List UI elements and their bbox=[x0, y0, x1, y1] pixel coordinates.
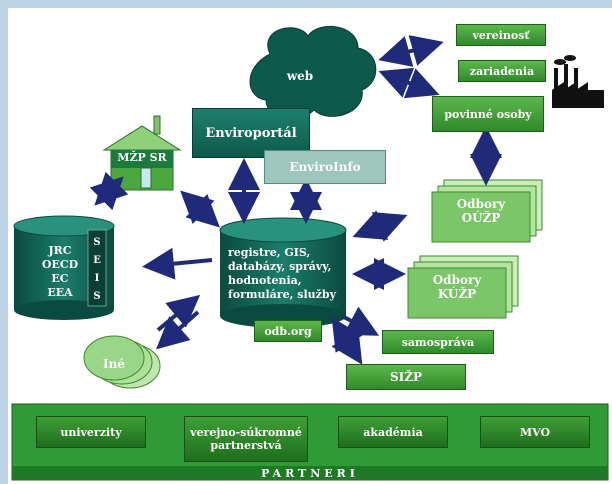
ine-stacked-ellipses bbox=[83, 335, 161, 389]
registre-line-3: hodnotenia, bbox=[228, 274, 302, 287]
ine-label: Iné bbox=[103, 357, 125, 371]
odb-org-box: odb.org bbox=[254, 320, 322, 342]
mzp-label: MŽP SR bbox=[117, 151, 167, 164]
registre-line-2: databázy, správy, bbox=[228, 260, 332, 273]
registre-line-4: formuláre, služby bbox=[228, 288, 336, 301]
samosprava-box: samospráva bbox=[382, 330, 494, 354]
registre-line-1: registre, GIS, bbox=[228, 246, 311, 259]
verejnost-box: vereinosť bbox=[456, 24, 546, 46]
diagram-canvas: web Enviroportál EnviroInfo MŽP SR verei… bbox=[8, 8, 612, 484]
partneri-footer: PARTNERI bbox=[261, 467, 359, 480]
partner-univerzity: univerzity bbox=[36, 416, 146, 448]
odbory-kuzp-label-line1: Odbory bbox=[432, 273, 482, 287]
house-mzp bbox=[102, 115, 182, 191]
web-label: web bbox=[286, 69, 314, 83]
seis-letter-2: E bbox=[93, 255, 101, 266]
enviroinfo-box: EnviroInfo bbox=[264, 150, 386, 184]
odbory-ouzp-label-line1: Odbory bbox=[456, 197, 506, 211]
connector-arrows bbox=[89, 35, 502, 365]
odbory-ouzp-label-line2: OÚŽP bbox=[461, 211, 501, 225]
odbory-ouzp-stack bbox=[431, 179, 543, 243]
odbory-kuzp-stack bbox=[407, 255, 519, 319]
seis-letter-4: S bbox=[93, 291, 101, 302]
jrc-line-1: JRC bbox=[48, 244, 72, 257]
partner-akademia: akadémia bbox=[338, 416, 448, 448]
factory-icon bbox=[552, 55, 604, 108]
jrc-line-2: OECD bbox=[41, 258, 79, 271]
web-cloud bbox=[249, 25, 377, 119]
partner-verejno-sukromne: verejno-súkromné partnerstvá bbox=[184, 416, 308, 462]
jrc-line-3: EC bbox=[51, 272, 69, 285]
enviroportal-box: Enviroportál bbox=[192, 108, 310, 158]
central-database-cylinder bbox=[219, 217, 347, 328]
seis-letter-1: S bbox=[93, 237, 101, 248]
odbory-kuzp-label-line2: KÚŽP bbox=[437, 287, 477, 301]
sizp-box: SIŽP bbox=[346, 364, 466, 390]
partner-mvo: MVO bbox=[480, 416, 590, 448]
jrc-cylinder bbox=[13, 215, 115, 320]
seis-letter-3: I bbox=[94, 273, 100, 284]
povinne-osoby-box: povinné osoby bbox=[432, 96, 544, 132]
jrc-line-4: EEA bbox=[47, 286, 73, 299]
zariadenia-box: zariadenia bbox=[458, 60, 546, 82]
